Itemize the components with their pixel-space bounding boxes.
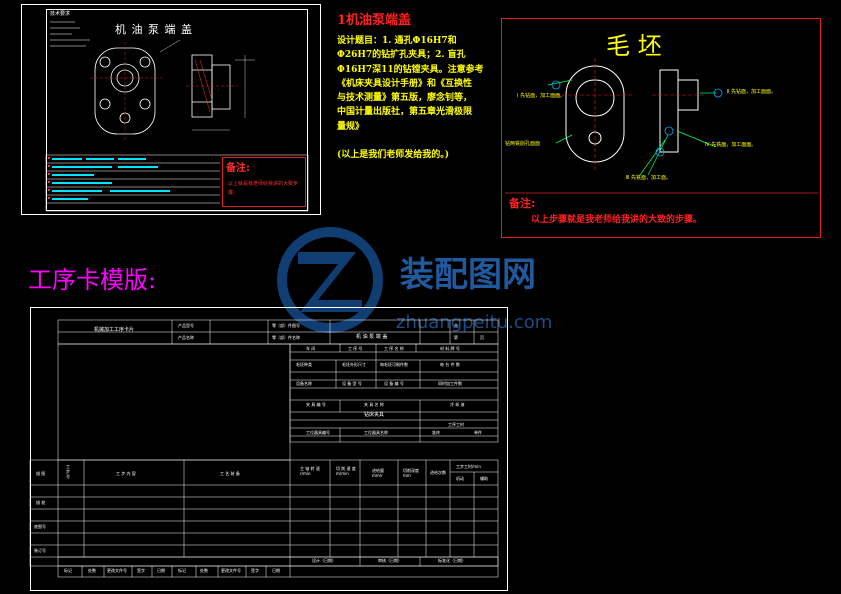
drawing-title: 机 油 泵 端 盖 — [115, 23, 193, 36]
special-fixture-value: 钻床夹具 — [364, 412, 385, 418]
workshop-label: 车 间 — [306, 346, 316, 351]
drawing-frame-end-cover — [21, 4, 321, 215]
fixture-no-label: 夹 具 编 号 — [306, 402, 326, 407]
signoff-date: 日期 — [157, 568, 165, 573]
station-tool-name-label: 工位器具名称 — [364, 430, 388, 435]
part-name-label: 零（部）件名称 — [272, 335, 300, 340]
blank-note-text: 以上步骤就是我老师给我讲的大致的步骤。 — [531, 215, 703, 225]
process-name-label: 工 序 名 称 — [384, 346, 404, 351]
page-unit-label: 页 — [480, 335, 484, 340]
signoff-mark-2: 标记 — [178, 568, 186, 573]
base-no-label: 底图号 — [34, 524, 46, 529]
depth-label: 切削深度 mm — [403, 468, 419, 478]
passes-label: 进给次数 — [430, 470, 446, 475]
aux-time-label: 辅助 — [480, 476, 488, 481]
coolant-label: 冷 却 液 — [450, 402, 465, 407]
blank-frame — [501, 18, 821, 238]
blank-note-heading: 备注: — [509, 197, 536, 210]
blank-label-2: Ⅱ 先钻面，加工面面。 — [727, 89, 777, 95]
step-no-label: 工 步 号 — [66, 464, 70, 479]
equipment-label: 设备名称 — [296, 381, 312, 386]
part-drawing-no-label: 零（部）件图号 — [272, 323, 300, 328]
task-footer: (以上是我们老师发给我的。) — [337, 150, 450, 160]
card-name: 机械加工工序卡片 — [94, 327, 135, 333]
signoff-change-doc-2: 更改文件号 — [221, 568, 241, 573]
template-heading: 工序卡模版: — [28, 266, 157, 294]
product-name-label: 产品名称 — [178, 335, 194, 340]
signoff-change-doc: 更改文件号 — [107, 568, 127, 573]
signoff-date-2: 日期 — [272, 568, 280, 573]
process-no-label: 工 序 号 — [348, 346, 363, 351]
equipment-no-label: 设 备 编 号 — [384, 381, 404, 386]
tech-req-heading: 技术要求 — [50, 11, 71, 17]
task-line: Φ16H7深11的钻镗夹具。注意参考 — [337, 64, 484, 75]
equipment-model-label: 设 备 型 号 — [342, 381, 362, 386]
tracing-label: 描 校 — [36, 500, 46, 505]
step-content-label: 工 步 内 容 — [116, 471, 136, 476]
blank-size-label: 毛坯外形尺寸 — [342, 362, 366, 367]
product-model-label: 产品型号 — [178, 323, 194, 328]
signoff-count: 处数 — [88, 568, 96, 573]
task-line: 中国计量出版社，第五章光滑极限 — [337, 107, 473, 118]
concurrent-label: 同时加工件数 — [438, 381, 462, 386]
drawing-1-note-box — [222, 157, 306, 207]
reviewed-label: 审核（日期） — [378, 558, 402, 563]
binding-no-label: 装订号 — [34, 548, 46, 553]
signoff-count-2: 处数 — [200, 568, 208, 573]
cutting-speed-label: 切 削 速 度 m/min — [336, 466, 356, 476]
fixture-name-label: 夹 具 名 称 — [364, 402, 384, 407]
unit-time-label: 单件 — [474, 430, 482, 435]
per-unit-label: 每 台 件 数 — [440, 362, 460, 367]
drawing-1-note-heading: 备注: — [226, 163, 250, 174]
spindle-speed-label: 主 轴 转 速 r/min — [300, 466, 320, 476]
step-hours-label: 工步工时/min — [456, 464, 481, 469]
watermark-brand: 装配图网 — [400, 255, 536, 295]
task-body: 设计题目：1. 通孔Φ16H7和 Φ26H7的钻扩孔夹具；2. 盲孔 Φ16H7… — [337, 34, 484, 134]
blank-title: 毛 坯 — [606, 32, 662, 60]
signoff-sign: 签字 — [137, 568, 145, 573]
task-line: 与技术测量》第五版，廖念钊等， — [337, 93, 473, 104]
blank-count-label: 每毛坯可制件数 — [380, 362, 408, 367]
standard-label: 标准化（日期） — [438, 558, 466, 563]
blank-left-label: 钻两铣削孔面面 — [505, 141, 541, 147]
part-name-value: 机 油 泵 端 盖 — [356, 334, 388, 340]
station-tool-no-label: 工位器具编号 — [306, 430, 330, 435]
process-equipment-label: 工 艺 装 备 — [220, 471, 240, 476]
prep-end-label: 准终 — [432, 430, 440, 435]
blank-label-1: Ⅰ 先钻面，加工面面。 — [517, 93, 566, 99]
machine-time-label: 机动 — [456, 476, 464, 481]
blank-label-4: Ⅳ 先铣面，加工面面。 — [705, 142, 757, 148]
blank-label-3: Ⅲ 先铣面，加工面。 — [626, 175, 672, 181]
page-label: 第 — [454, 335, 458, 340]
total-label: 共 — [454, 323, 458, 328]
process-card — [30, 307, 508, 591]
signoff-sign-2: 签字 — [251, 568, 259, 573]
process-hours-label: 工序工时 — [448, 422, 464, 427]
task-line: 设计题目：1. 通孔Φ16H7和 — [337, 36, 457, 46]
task-line: 量规》 — [337, 121, 365, 132]
designed-label: 设计（日期） — [312, 558, 336, 563]
task-title: 1机油泵端盖 — [337, 13, 412, 28]
task-line: Φ26H7的钻扩孔夹具；2. 盲孔 — [337, 50, 466, 61]
task-line: 《机床夹具设计手册》和《互换性 — [337, 78, 473, 89]
drawing-inner-frame — [46, 9, 308, 211]
blank-type-label: 毛坯种类 — [296, 362, 312, 367]
drawing-label: 描 图 — [36, 471, 46, 476]
material-label: 材 料 牌 号 — [440, 346, 460, 351]
feed-label: 进给量 mm/r — [372, 468, 384, 478]
drawing-1-note-text: 以上就是我老师给我讲的大致步骤。 — [228, 181, 299, 196]
signoff-mark: 标记 — [64, 568, 72, 573]
